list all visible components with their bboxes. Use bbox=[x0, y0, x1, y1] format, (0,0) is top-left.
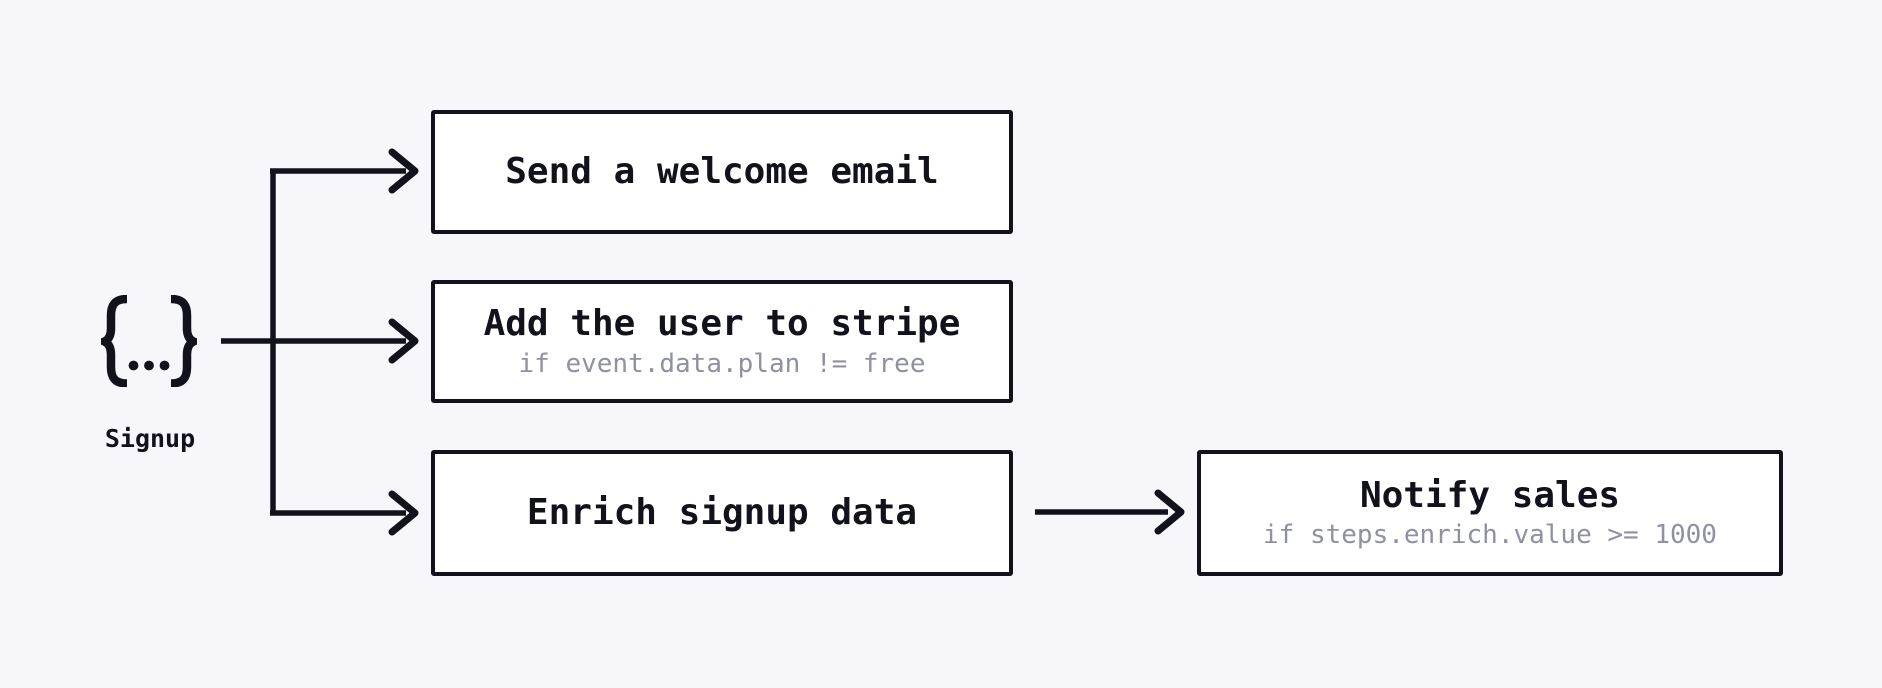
step-node-send-welcome-email: Send a welcome email bbox=[431, 110, 1013, 234]
step-node-add-user-to-stripe: Add the user to stripe if event.data.pla… bbox=[431, 280, 1013, 403]
step-node-enrich-signup-data: Enrich signup data bbox=[431, 450, 1013, 576]
dot-3 bbox=[159, 360, 170, 371]
right-brace bbox=[170, 295, 197, 387]
step-node-notify-sales: Notify sales if steps.enrich.value >= 10… bbox=[1197, 450, 1783, 576]
step-condition: if event.data.plan != free bbox=[518, 348, 926, 379]
arrowhead-welcome-icon bbox=[388, 148, 419, 194]
step-title: Send a welcome email bbox=[505, 150, 939, 192]
dot-1 bbox=[128, 360, 139, 371]
arrowhead-enrich-icon bbox=[388, 490, 419, 536]
step-title: Notify sales bbox=[1359, 474, 1621, 516]
dot-2 bbox=[144, 360, 154, 371]
arrowhead-notify-icon bbox=[1154, 489, 1185, 535]
step-condition: if steps.enrich.value >= 1000 bbox=[1263, 520, 1717, 551]
step-title: Add the user to stripe bbox=[483, 303, 961, 345]
left-brace bbox=[101, 295, 128, 387]
curly-braces-event-icon bbox=[101, 295, 197, 387]
trigger-label: Signup bbox=[104, 424, 196, 453]
step-title: Enrich signup data bbox=[526, 491, 918, 533]
arrowhead-stripe-icon bbox=[388, 318, 419, 364]
